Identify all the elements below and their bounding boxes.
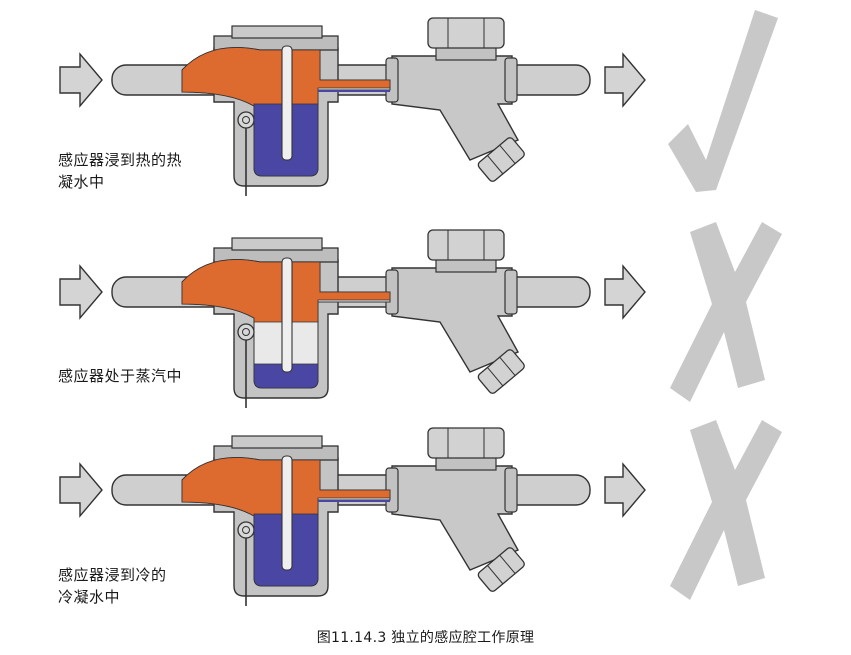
dip-tube-1 bbox=[281, 45, 293, 161]
row-1-label-line2: 凝水中 bbox=[58, 173, 105, 191]
row-2-label: 感应器处于蒸汽中 bbox=[58, 365, 233, 387]
row-3-label: 感应器浸到冷的 冷凝水中 bbox=[58, 564, 233, 608]
row-3-label-line2: 冷凝水中 bbox=[58, 588, 121, 606]
row-2-label-line1: 感应器处于蒸汽中 bbox=[58, 367, 183, 385]
row-1-label: 感应器浸到热的热 凝水中 bbox=[58, 149, 233, 193]
dip-tube-3 bbox=[281, 455, 293, 571]
figure-caption: 图11.14.3 独立的感应腔工作原理 bbox=[316, 630, 535, 646]
check-mark-icon bbox=[668, 10, 778, 192]
row-1-label-line1: 感应器浸到热的热 bbox=[58, 151, 183, 169]
cross-mark-icon bbox=[670, 420, 782, 600]
row-3-label-line1: 感应器浸到冷的 bbox=[58, 566, 167, 584]
cross-mark-icon bbox=[670, 222, 782, 402]
dip-tube-2 bbox=[281, 257, 293, 373]
